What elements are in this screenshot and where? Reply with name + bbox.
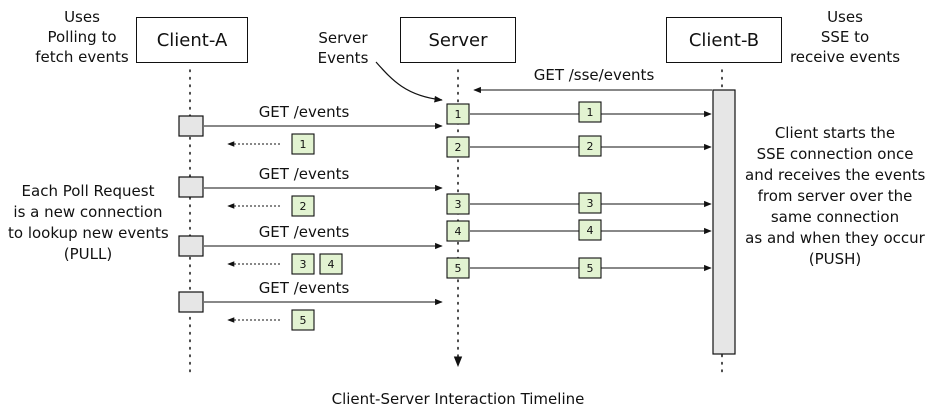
poll-response-event-label: 3	[300, 258, 307, 271]
client-b-note: Uses SSE to receive events	[785, 7, 905, 67]
poll-response-event-box	[291, 253, 315, 275]
server-event-box	[446, 257, 470, 279]
server-event-box	[446, 220, 470, 242]
client-b-side-note-line: and receives the events	[745, 166, 926, 184]
server-event-label: 2	[455, 141, 462, 154]
client-b-note-line: SSE to	[820, 28, 870, 46]
poll-activation-1	[178, 115, 204, 137]
poll-response-event-label: 5	[300, 314, 307, 327]
client-b-side-note-line: same connection	[770, 208, 900, 226]
client-a-note: Uses Polling to fetch events	[22, 7, 142, 67]
poll-response-event-box	[319, 253, 343, 275]
server-note-line: Server	[318, 29, 368, 47]
client-a-note-line: Polling to	[47, 28, 117, 46]
server-event-box	[446, 193, 470, 215]
poll-response-event-box	[291, 309, 315, 331]
poll-response-event-box	[291, 133, 315, 155]
poll-request-label-3: GET /events	[259, 223, 350, 241]
client-b-event-label: 4	[587, 224, 594, 237]
client-a-title: Client-A	[156, 29, 228, 51]
poll-response-events: 1 2 3 4 5	[291, 133, 343, 331]
server-event-label: 1	[455, 108, 462, 121]
client-b-event-label: 3	[587, 197, 594, 210]
client-b-note-line: receive events	[789, 48, 901, 66]
client-b-side-note-line: (PUSH)	[808, 250, 862, 268]
client-b-events: 1 2 3 4 5	[578, 101, 602, 279]
client-a-side-note-line: to lookup new events	[8, 224, 169, 242]
poll-activation-2	[178, 176, 204, 198]
poll-response-event-label: 1	[300, 138, 307, 151]
client-b-note-line: Uses	[827, 8, 863, 26]
client-b-side-note-line: from server over the	[757, 187, 913, 205]
server-box: Server	[400, 17, 516, 63]
client-a-note-line: Uses	[64, 8, 100, 26]
server-note: Server Events	[308, 28, 378, 68]
server-event-label: 5	[455, 262, 462, 275]
server-event-box	[446, 136, 470, 158]
client-a-box: Client-A	[136, 17, 248, 63]
client-b-activation-bar	[712, 89, 736, 355]
client-b-event-box	[578, 135, 602, 157]
client-a-side-note-line: (PULL)	[63, 245, 113, 263]
client-b-event-box	[578, 192, 602, 214]
client-a-side-note-line: is a new connection	[13, 203, 163, 221]
poll-request-label-2: GET /events	[259, 165, 350, 183]
poll-request-label-1: GET /events	[259, 103, 350, 121]
client-b-event-box	[578, 101, 602, 123]
client-b-side-note-line: as and when they occur	[745, 229, 925, 247]
client-b-title: Client-B	[688, 29, 760, 51]
poll-activation-4	[178, 291, 204, 313]
poll-response-event-label: 2	[300, 200, 307, 213]
server-events: 1 2 3 4 5	[446, 103, 470, 279]
poll-response-event-box	[291, 195, 315, 217]
client-b-box: Client-B	[666, 17, 782, 63]
client-b-side-note: Client starts the SSE connection once an…	[745, 123, 925, 270]
client-b-event-label: 2	[587, 140, 594, 153]
server-title: Server	[428, 29, 488, 51]
server-event-label: 3	[455, 198, 462, 211]
client-a-note-line: fetch events	[35, 48, 129, 66]
client-b-event-label: 1	[587, 106, 594, 119]
client-b-event-box	[578, 219, 602, 241]
client-b-side-note-line: SSE connection once	[756, 145, 914, 163]
diagram-caption: Client-Server Interaction Timeline	[332, 390, 585, 408]
server-event-box	[446, 103, 470, 125]
server-event-label: 4	[455, 225, 462, 238]
poll-activation-3	[178, 235, 204, 257]
client-a-side-note-line: Each Poll Request	[21, 182, 155, 200]
sse-request-label: GET /sse/events	[534, 66, 655, 84]
client-b-side-note-line: Client starts the	[774, 124, 896, 142]
client-b-event-label: 5	[587, 262, 594, 275]
client-a-side-note: Each Poll Request is a new connection to…	[8, 181, 169, 265]
client-b-event-box	[578, 257, 602, 279]
server-note-line: Events	[317, 49, 369, 67]
poll-response-event-label: 4	[328, 258, 335, 271]
server-events-pointer	[375, 61, 443, 103]
poll-request-label-4: GET /events	[259, 279, 350, 297]
